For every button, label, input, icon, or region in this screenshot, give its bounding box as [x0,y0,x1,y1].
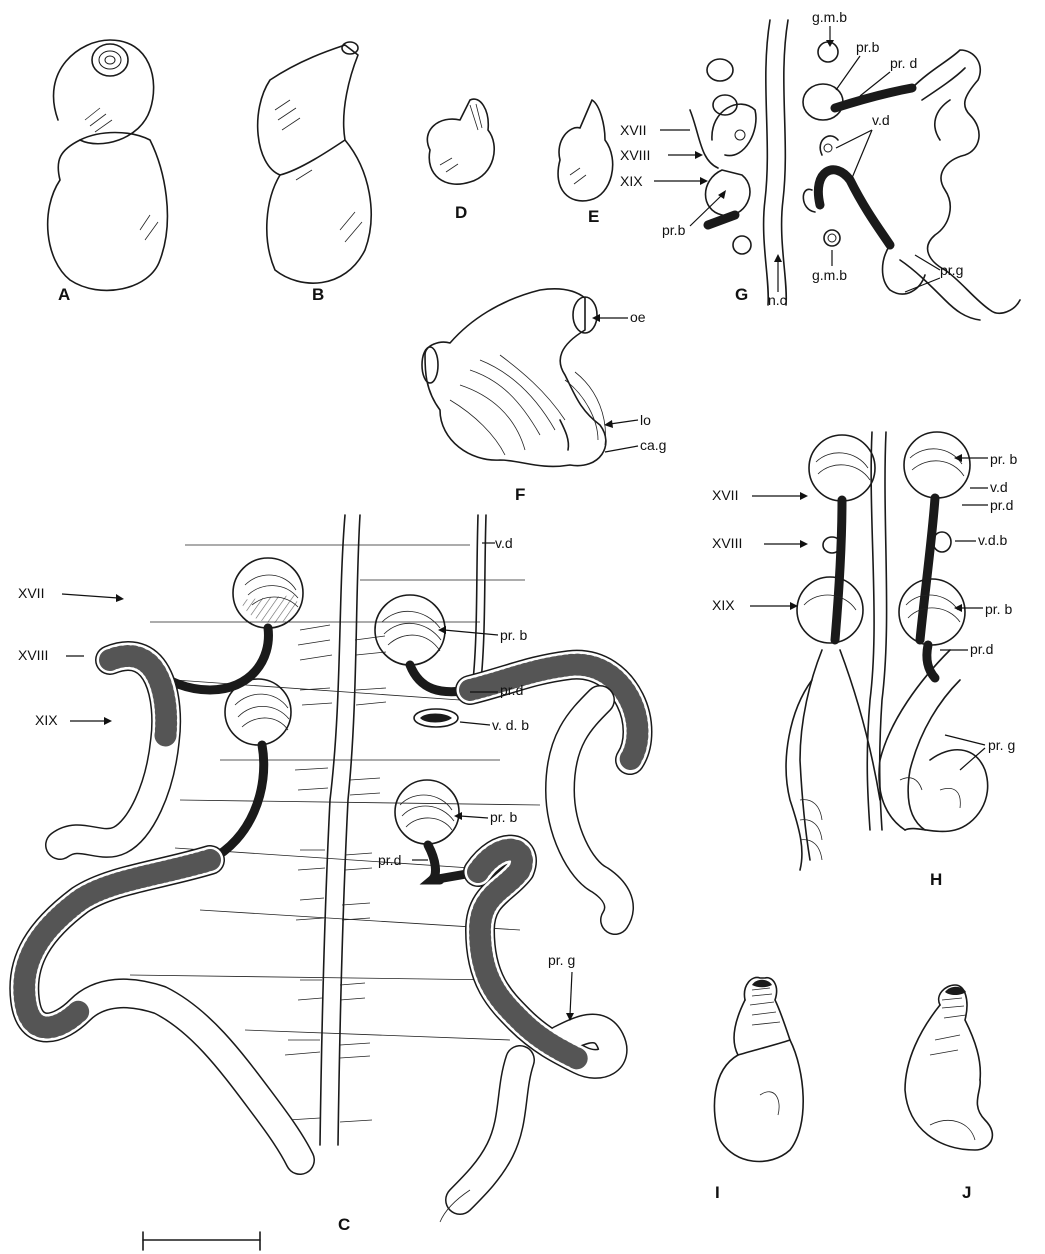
label-g-xvii: XVII [620,122,646,138]
label-h-prd-top: pr.d [990,497,1013,513]
label-g-xviii: XVIII [620,147,650,163]
c-nerve-cord [320,515,345,1145]
figure-a-spermatheca [48,40,168,290]
label-h-vd: v.d [990,479,1008,495]
figure-h-dissection [786,432,988,870]
figure-label-g: G [735,285,748,304]
label-h-prg: pr. g [988,737,1015,753]
figure-label-j: J [962,1183,971,1202]
label-f-lo: lo [640,412,651,428]
label-g-prd: pr. d [890,55,917,71]
label-g-prb-top: pr.b [856,39,880,55]
figure-e-spermatheca [558,100,613,201]
figure-label-a: A [58,285,70,304]
figure-label-c: C [338,1215,350,1234]
figure-label-i: I [715,1183,720,1202]
figure-j-spermatheca [905,985,992,1150]
label-h-vdb: v.d.b [978,532,1008,548]
figure-c-dissection [24,515,637,1222]
label-h-xvii: XVII [712,487,738,503]
label-h-xviii: XVIII [712,535,742,551]
label-h-prd-bottom: pr.d [970,641,993,657]
label-g-gmb-top: g.m.b [812,9,847,25]
label-c-prd-bottom: pr.d [378,852,401,868]
label-f-cag: ca.g [640,437,666,453]
scale-bar [143,1232,260,1250]
label-c-vd: v.d [495,535,513,551]
label-c-prb-top: pr. b [500,627,527,643]
label-c-vdb: v. d. b [492,717,529,733]
label-f-oe: oe [630,309,646,325]
figure-label-e: E [588,207,599,226]
label-c-xviii: XVIII [18,647,48,663]
figure-label-d: D [455,203,467,222]
figure-i-spermatheca [714,977,803,1161]
label-c-prb-bottom: pr. b [490,809,517,825]
label-g-vd: v.d [872,112,890,128]
label-g-prg: pr.g [940,262,963,278]
label-c-xvii: XVII [18,585,44,601]
figure-b-spermatheca [258,42,372,283]
label-g-prb-bottom: pr.b [662,222,686,238]
figure-label-b: B [312,285,324,304]
figure-f-gizzard [422,289,606,467]
figure-label-h: H [930,870,942,889]
figure-d-spermatheca [427,99,494,184]
label-h-xix: XIX [712,597,735,613]
label-c-xix: XIX [35,712,58,728]
label-h-prb-bottom: pr. b [985,601,1012,617]
label-g-nc: n.c [768,292,787,308]
label-c-prg: pr. g [548,952,575,968]
figure-label-f: F [515,485,525,504]
label-g-gmb-bottom: g.m.b [812,267,847,283]
label-c-prd-top: pr.d [500,682,523,698]
label-h-prb-top: pr. b [990,451,1017,467]
label-g-xix: XIX [620,173,643,189]
g-body-small-1 [707,59,733,81]
